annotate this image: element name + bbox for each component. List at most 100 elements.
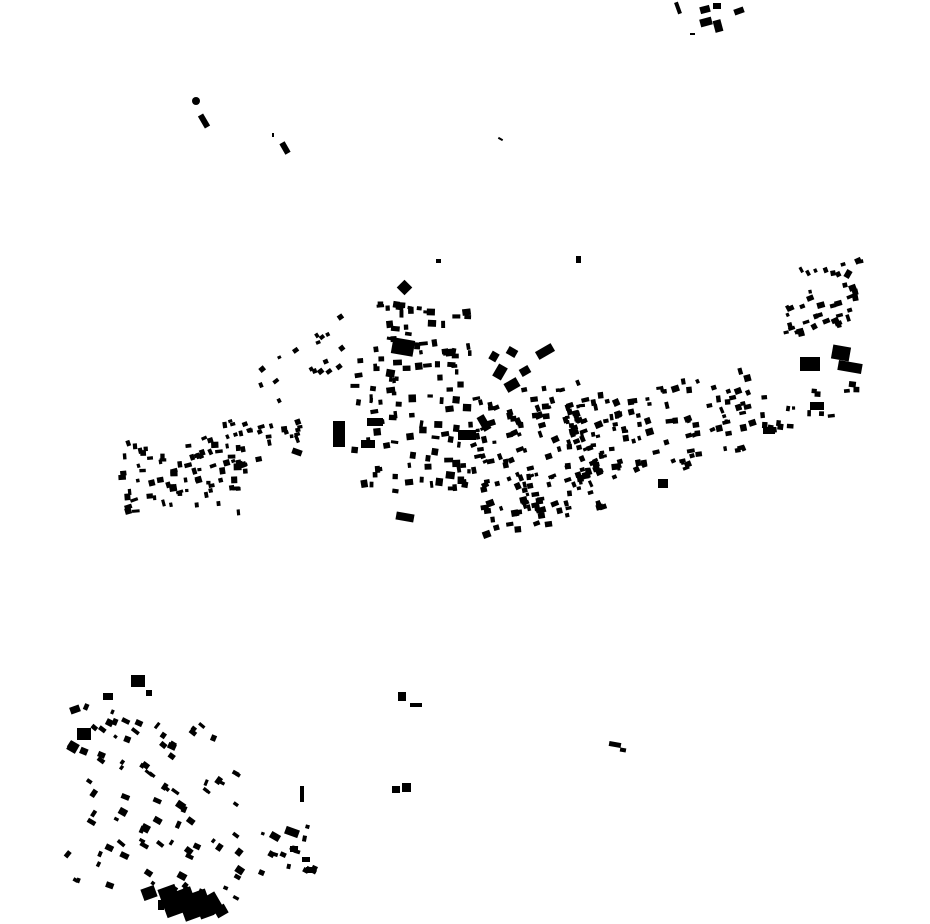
building (208, 483, 215, 489)
building (293, 848, 301, 855)
building (209, 734, 218, 742)
building (231, 769, 240, 777)
building (369, 481, 374, 488)
building (460, 463, 467, 469)
building (854, 256, 863, 265)
building (82, 703, 90, 711)
building (86, 817, 97, 827)
building (427, 319, 437, 327)
building (200, 435, 208, 441)
building (419, 420, 424, 429)
building (680, 378, 686, 385)
building (170, 484, 175, 490)
building (174, 799, 187, 811)
building (715, 395, 722, 403)
building (197, 467, 202, 472)
building (435, 477, 444, 487)
building (113, 734, 118, 739)
building (637, 435, 642, 441)
building (293, 431, 301, 437)
building (525, 492, 530, 497)
building (131, 675, 145, 687)
building (146, 690, 152, 696)
building (414, 362, 423, 371)
building (300, 786, 304, 802)
building (240, 461, 248, 468)
building (798, 266, 804, 274)
building (569, 430, 576, 438)
building (710, 384, 717, 391)
building (473, 453, 483, 459)
building (656, 386, 662, 391)
building (573, 428, 580, 436)
building (143, 868, 154, 878)
building (744, 389, 752, 396)
building (222, 885, 229, 891)
building (534, 343, 556, 360)
building (192, 97, 200, 105)
building (217, 477, 224, 483)
building (188, 728, 198, 737)
building (386, 386, 396, 394)
building (475, 428, 480, 433)
building (550, 434, 560, 444)
building (140, 450, 147, 456)
building (620, 425, 628, 434)
building (388, 414, 397, 421)
building (616, 458, 624, 465)
building (527, 473, 535, 479)
building (279, 141, 291, 155)
building (526, 504, 532, 512)
building (311, 868, 318, 875)
building (827, 413, 835, 418)
building (152, 495, 157, 501)
building (647, 402, 652, 407)
building (185, 816, 196, 826)
building (566, 490, 573, 497)
building (587, 489, 594, 496)
building (632, 397, 638, 404)
building (209, 462, 217, 469)
building (604, 398, 610, 404)
building (521, 487, 528, 494)
building (674, 1, 682, 15)
building (427, 394, 433, 398)
building (216, 500, 221, 507)
building (514, 525, 522, 533)
building (843, 269, 853, 279)
building (808, 289, 813, 294)
building (222, 459, 231, 467)
building (305, 824, 310, 830)
building (468, 421, 473, 428)
building (542, 413, 550, 420)
building (408, 394, 417, 403)
building (476, 414, 492, 432)
building (498, 505, 504, 512)
building (471, 466, 477, 475)
building (830, 316, 840, 325)
building (392, 786, 400, 793)
building (72, 877, 79, 883)
building (225, 434, 230, 440)
building (497, 136, 504, 142)
building (452, 424, 460, 433)
building (96, 756, 106, 765)
building (260, 831, 265, 836)
building (168, 839, 175, 846)
building (367, 418, 383, 426)
building (843, 388, 850, 394)
building (678, 458, 686, 464)
building (480, 486, 488, 493)
building (845, 314, 851, 322)
building (830, 270, 837, 277)
building (302, 866, 310, 874)
building (241, 421, 249, 428)
building (830, 344, 852, 362)
building (257, 423, 266, 430)
building (139, 468, 146, 473)
building (805, 269, 811, 277)
building (391, 377, 396, 384)
building (183, 477, 188, 483)
building (445, 405, 454, 413)
